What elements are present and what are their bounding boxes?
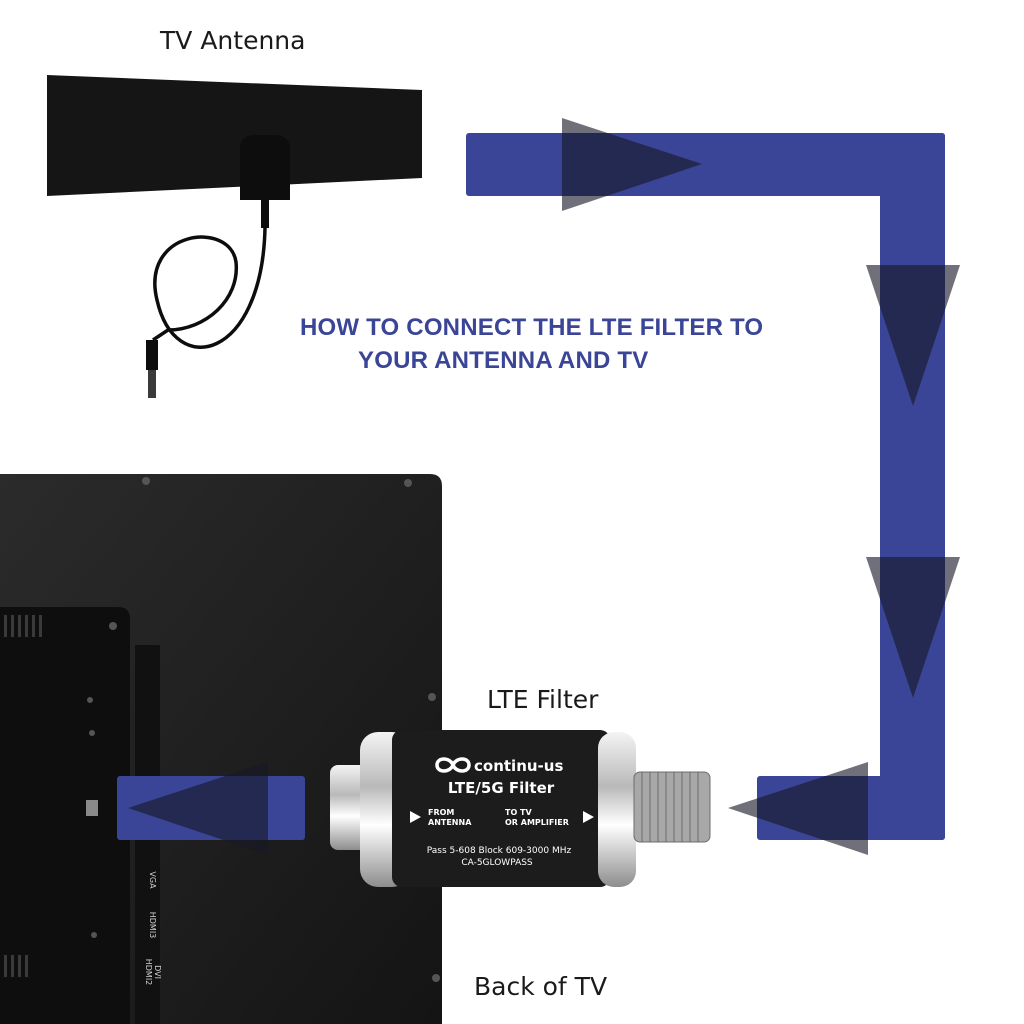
port-out-arrow-icon [583, 811, 594, 823]
flow-arrow-down-icon [866, 265, 960, 406]
antenna-cable [152, 227, 267, 349]
tv-port-label: HDMI3 [148, 912, 157, 939]
lte-filter-device: continu-us LTE/5G Filter FROM ANTENNA TO… [330, 730, 711, 887]
flow-arrow-left-icon [128, 762, 268, 855]
antenna-connector-tip [148, 370, 156, 398]
filter-port-in-line2: ANTENNA [428, 818, 472, 827]
flow-bar-top [466, 133, 945, 196]
tv-port-label: VGA [148, 871, 157, 889]
flow-bar-right [880, 133, 945, 840]
filter-model-title: LTE/5G Filter [448, 779, 555, 797]
antenna-mount [240, 135, 290, 200]
flow-arrow-right-icon [562, 118, 702, 211]
filter-spec: Pass 5-608 Block 609-3000 MHz [427, 846, 572, 856]
flow-arrowheads [128, 118, 960, 855]
filter-port-out-line1: TO TV [505, 808, 533, 817]
tv-coax-port [86, 800, 98, 816]
tv-antenna [47, 75, 422, 398]
flow-arrow-left-icon [728, 762, 868, 855]
tv-vent [4, 615, 42, 977]
antenna-panel [47, 75, 422, 196]
filter-port-in-line1: FROM [428, 808, 454, 817]
port-in-arrow-icon [410, 811, 421, 823]
headline-line-2: YOUR ANTENNA AND TV [358, 347, 649, 374]
antenna-cable-neck [261, 198, 269, 228]
filter-brand: continu-us [474, 757, 563, 775]
filter-right-cap [598, 732, 636, 887]
filter-port-out-line2: OR AMPLIFIER [505, 818, 569, 827]
infinity-logo-icon [435, 757, 471, 773]
back-of-tv-label: Back of TV [474, 972, 608, 1001]
lte-filter-label: LTE Filter [487, 685, 599, 714]
filter-part-number: CA-5GLOWPASS [461, 858, 533, 868]
headline-line-1: HOW TO CONNECT THE LTE FILTER TO [300, 314, 764, 341]
tv-inner-panel [0, 607, 130, 1024]
tv-antenna-label: TV Antenna [160, 26, 306, 55]
flow-arrow-down-icon [866, 557, 960, 698]
tv-screws [87, 477, 440, 982]
tv-port-label: HDMI2 [144, 959, 153, 986]
tv-port-label: DVI [153, 965, 162, 979]
antenna-connector [146, 340, 158, 370]
filter-thread [633, 771, 711, 843]
